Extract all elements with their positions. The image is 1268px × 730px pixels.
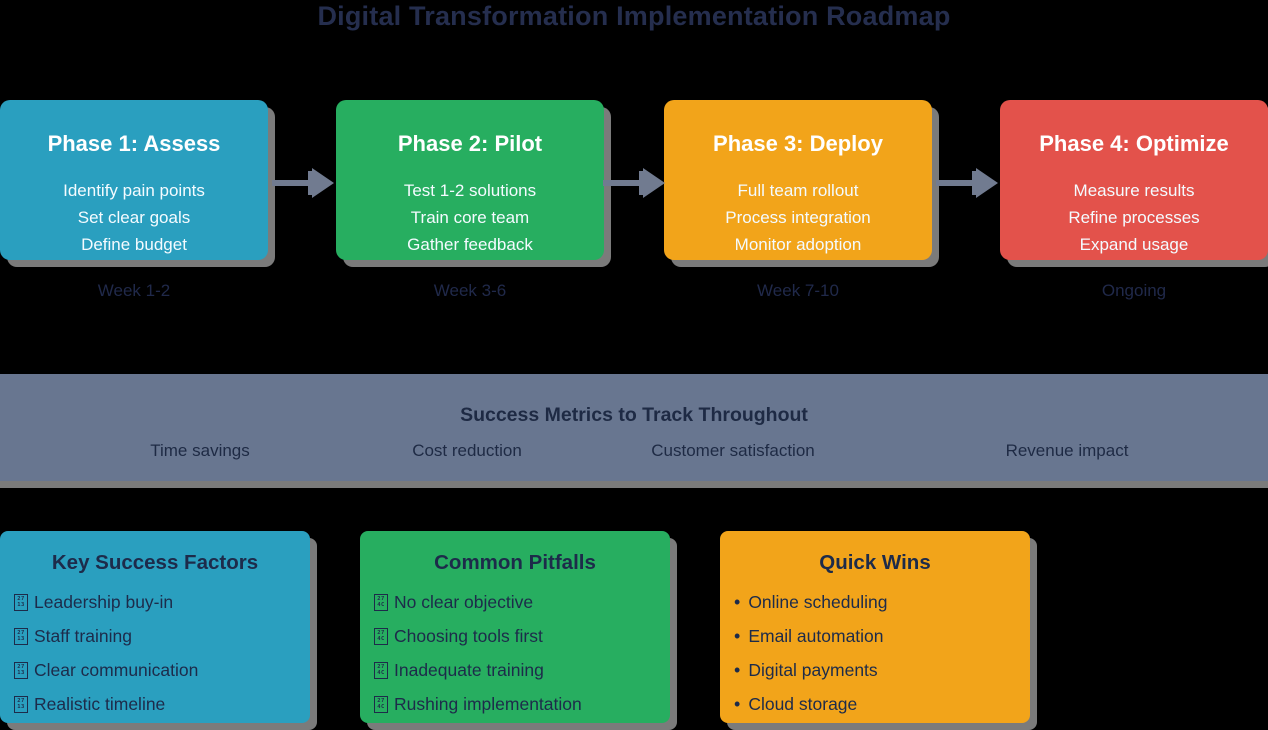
dot-bullet-icon: •	[734, 626, 741, 646]
phase-item: Refine processes	[1068, 208, 1200, 227]
key-success-factors-title: Key Success Factors	[51, 551, 259, 574]
phase-4-card: Phase 4: Optimize Measure results Refine…	[1000, 100, 1268, 260]
list-item-label: Digital payments	[748, 660, 878, 680]
list-item-label: Staff training	[34, 626, 132, 646]
phase-4-title: Phase 4: Optimize	[1039, 131, 1229, 156]
phase-3-title: Phase 3: Deploy	[713, 131, 883, 156]
list-item-label: Email automation	[748, 626, 884, 646]
arrow-right-icon	[272, 168, 334, 198]
phase-3-card: Phase 3: Deploy Full team rollout Proces…	[664, 100, 932, 260]
metric-cost-reduction: Cost reduction	[412, 441, 522, 460]
list-item-label: Cloud storage	[748, 694, 858, 714]
list-item-label: Rushing implementation	[394, 694, 582, 714]
phase-item: Process integration	[725, 208, 871, 227]
list-item: • Digital payments	[734, 660, 1016, 680]
dot-bullet-icon: •	[734, 660, 741, 680]
phase-2-title: Phase 2: Pilot	[397, 131, 543, 156]
phase-1-card: Phase 1: Assess Identify pain points Set…	[0, 100, 268, 260]
list-item: • Cloud storage	[734, 694, 1016, 714]
quick-wins-items: • Online scheduling • Email automation •…	[720, 592, 1030, 714]
quick-wins-title: Quick Wins	[819, 551, 931, 574]
list-item-label: Inadequate training	[394, 660, 544, 680]
phase-3-items: Full team rollout Process integration Mo…	[664, 177, 932, 258]
phase-item: Define budget	[81, 235, 187, 254]
phase-1-items: Identify pain points Set clear goals Def…	[0, 177, 268, 258]
list-item-label: Leadership buy-in	[34, 592, 174, 612]
list-item: • Email automation	[734, 626, 1016, 646]
list-item: • Online scheduling	[734, 592, 1016, 612]
page-title: Digital Transformation Implementation Ro…	[317, 1, 951, 31]
phase-1-title: Phase 1: Assess	[47, 131, 221, 156]
phase-item: Test 1-2 solutions	[403, 181, 537, 200]
list-item-label: Clear communication	[34, 660, 199, 680]
metric-revenue-impact: Revenue impact	[1005, 441, 1129, 460]
phase-1-timeline: Week 1-2	[97, 281, 171, 300]
phase-item: Expand usage	[1079, 235, 1189, 254]
metric-customer-satisfaction: Customer satisfaction	[651, 441, 815, 460]
quick-wins-card: Quick Wins • Online scheduling • Email a…	[720, 531, 1030, 723]
phase-item: Train core team	[410, 208, 530, 227]
metrics-band-title: Success Metrics to Track Throughout	[460, 404, 808, 426]
phase-item: Full team rollout	[737, 181, 859, 200]
phase-4-timeline: Ongoing	[1101, 281, 1167, 300]
phase-item: Gather feedback	[407, 235, 533, 254]
arrow-right-icon	[936, 168, 998, 198]
list-item-label: Realistic timeline	[34, 694, 166, 714]
dot-bullet-icon: •	[734, 592, 741, 612]
phase-item: Set clear goals	[77, 208, 191, 227]
phase-item: Measure results	[1073, 181, 1195, 200]
phase-item: Identify pain points	[63, 181, 205, 200]
metric-time-savings: Time savings	[150, 441, 250, 460]
phase-2-items: Test 1-2 solutions Train core team Gathe…	[336, 177, 604, 258]
phase-2-timeline: Week 3-6	[433, 281, 507, 300]
success-metrics-band: Success Metrics to Track Throughout Time…	[0, 374, 1268, 481]
common-pitfalls-title: Common Pitfalls	[434, 551, 596, 574]
phase-2-card: Phase 2: Pilot Test 1-2 solutions Train …	[336, 100, 604, 260]
list-item-label: No clear objective	[394, 592, 534, 612]
list-item-label: Online scheduling	[748, 592, 888, 612]
list-item-label: Choosing tools first	[394, 626, 543, 646]
phase-3-timeline: Week 7-10	[757, 281, 839, 300]
phase-item: Monitor adoption	[734, 235, 862, 254]
phase-4-items: Measure results Refine processes Expand …	[1000, 177, 1268, 258]
arrow-right-icon	[603, 168, 665, 198]
dot-bullet-icon: •	[734, 694, 741, 714]
